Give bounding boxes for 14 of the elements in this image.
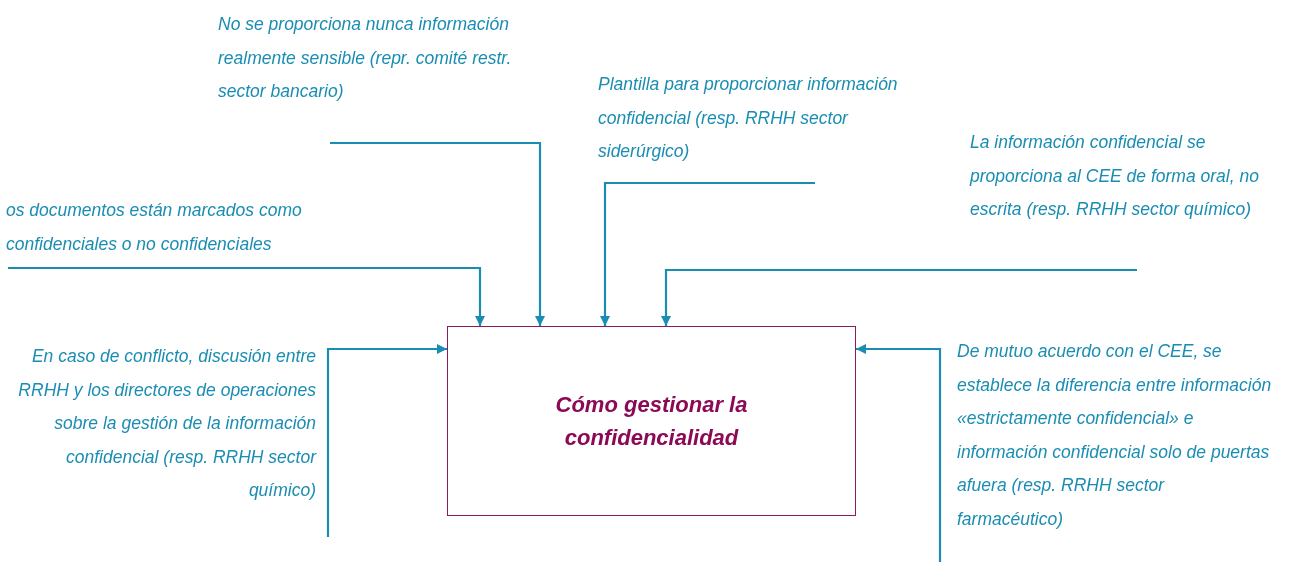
note-text: La información confidencial se proporciona al CEE de forma oral, no escrita (resp. RRHH sector químico) [970,132,1259,219]
note-text: De mutuo acuerdo con el CEE, se establece la diferencia entre información «estrictamente confidencial» e información confidencial solo de puertas afuera (resp. RRHH sector farmacéutico) [957,341,1272,529]
arrow [326,344,447,537]
arrow [856,344,942,562]
arrow [600,181,815,326]
process-box [447,326,856,516]
note-text: No se proporciona nunca información realmente sensible (repr. comité restr. sector bancario) [218,14,512,101]
arrow [8,266,485,326]
note-text: Plantilla para proporcionar información confidencial (resp. RRHH sector siderúrgico) [598,74,898,161]
note-text: os documentos están marcados como confidenciales o no confidenciales [6,200,302,254]
box-title: Cómo gestionar la confidencialidad [554,391,749,452]
arrow [661,268,1137,326]
note-text: En caso de conflicto, discusión entre RRHH y los directores de operaciones sobre la gestión de la información confidencial (resp. RRHH sector químico) [18,346,316,500]
arrow [330,141,545,326]
